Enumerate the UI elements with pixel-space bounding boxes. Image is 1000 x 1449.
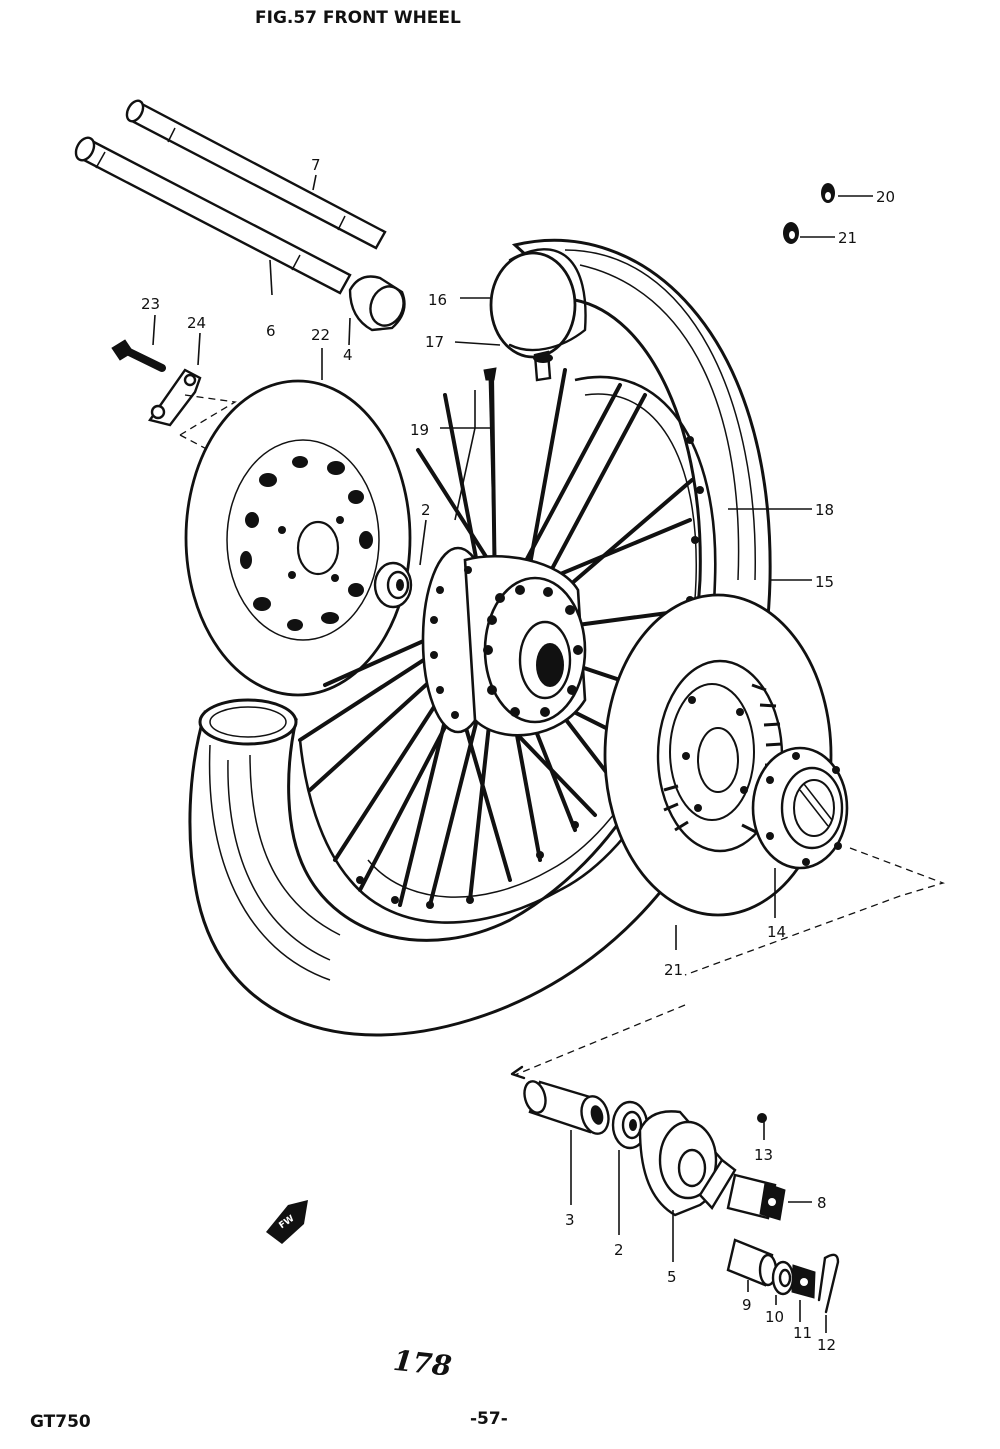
leader-lines [152, 174, 873, 1333]
callout-10: 10 [765, 1308, 784, 1326]
wheel-hub [421, 546, 587, 737]
callout-2-lower: 2 [614, 1241, 624, 1259]
callout-9: 9 [742, 1296, 752, 1314]
bolt-alignment-line [179, 394, 237, 456]
callout-16: 16 [428, 291, 447, 309]
callout-7: 7 [311, 156, 321, 174]
callout-23: 23 [141, 295, 160, 313]
meter-gear-retainer-14 [751, 746, 849, 870]
spoke-nipple [483, 367, 497, 566]
axle-alignment-line [514, 1004, 686, 1076]
spacer-3 [523, 1080, 610, 1135]
bolt-23 [111, 339, 166, 372]
callout-18: 18 [815, 501, 834, 519]
washer-10 [771, 1260, 795, 1296]
valve-17 [533, 350, 553, 382]
lock-plate-24 [148, 368, 202, 427]
callout-6: 6 [266, 322, 276, 340]
callout-24: 24 [187, 314, 206, 332]
bearing-2-upper [373, 561, 413, 609]
spacer-9 [726, 1238, 778, 1287]
callout-15: 15 [815, 573, 834, 591]
callout-2-upper: 2 [421, 501, 431, 519]
callout-14: 14 [767, 923, 786, 941]
inner-tube-16 [489, 248, 587, 359]
figure-title: FIG.57 FRONT WHEEL [255, 8, 461, 28]
callout-4: 4 [343, 346, 353, 364]
callout-8: 8 [817, 1194, 827, 1212]
tube-section [198, 698, 298, 746]
callout-19: 19 [410, 421, 429, 439]
cotter-pin-12 [817, 1253, 840, 1314]
disc-alignment-line [684, 847, 946, 976]
callout-17: 17 [425, 333, 444, 351]
nut-8 [726, 1173, 786, 1221]
alignment-arrowhead [510, 1065, 526, 1080]
grease-nipple-13 [757, 1113, 767, 1123]
spacer-4 [348, 275, 406, 332]
axle-7 [125, 99, 387, 250]
axle-nut-11 [791, 1264, 816, 1299]
callout-labels: 7 6 4 23 24 22 2 16 17 19 18 15 20 21 21… [141, 156, 895, 1354]
callout-21-disc: 21 [664, 961, 683, 979]
callout-5: 5 [667, 1268, 677, 1286]
brake-disc-21 [603, 593, 833, 917]
callout-22: 22 [311, 326, 330, 344]
brake-disc-22 [184, 379, 412, 697]
axle-6 [74, 136, 352, 295]
callout-13: 13 [754, 1146, 773, 1164]
footer-model: GT750 [30, 1412, 91, 1432]
callout-12: 12 [817, 1336, 836, 1354]
callout-21-nut: 21 [838, 229, 857, 247]
callout-3: 3 [565, 1211, 575, 1229]
bolt-20 [821, 183, 835, 203]
callout-20: 20 [876, 188, 895, 206]
bearing-2-lower [611, 1100, 649, 1150]
gearbox-5 [638, 1110, 737, 1217]
footer-page-number: -57- [470, 1409, 508, 1429]
callout-11: 11 [793, 1324, 812, 1342]
forward-direction-arrow: FW [266, 1200, 308, 1244]
nut-21 [783, 222, 799, 244]
handwritten-page-note: 178 [392, 1344, 454, 1383]
